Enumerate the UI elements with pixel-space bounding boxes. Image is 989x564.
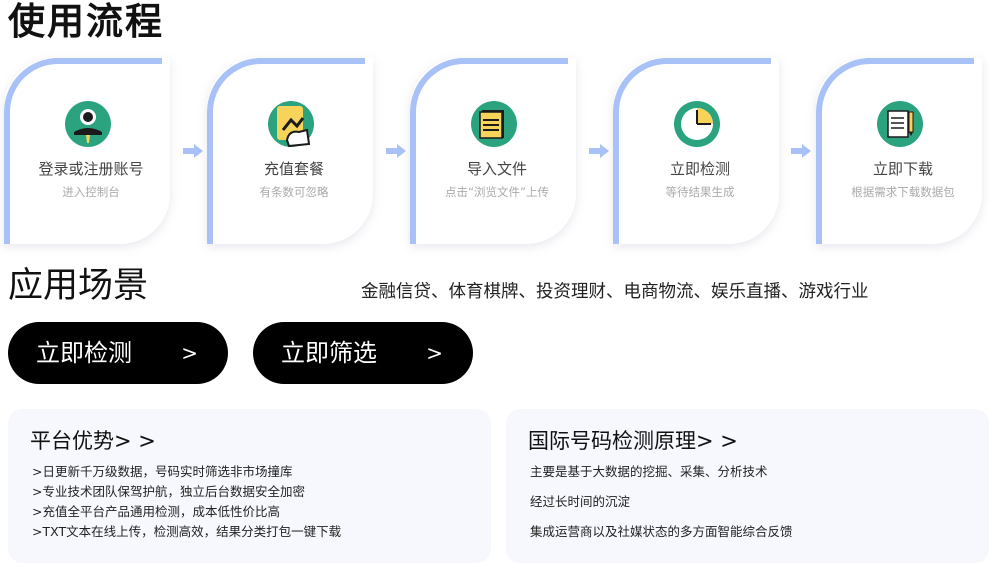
card-accent-line — [866, 58, 974, 64]
chevron-right-icon: > — [426, 341, 443, 365]
filter-now-label: 立即筛选 — [281, 339, 377, 367]
scenes-text: 金融信贷、体育棋牌、投资理财、电商物流、娱乐直播、游戏行业 — [361, 282, 869, 302]
step-sub: 根据需求下载数据包 — [851, 185, 955, 199]
card-accent-line — [54, 58, 162, 64]
user-icon — [65, 101, 111, 147]
principle-title[interactable]: 国际号码检测原理> > — [528, 429, 738, 453]
step-card-download[interactable]: 立即下载 根据需求下载数据包 — [816, 58, 982, 244]
advantage-line: >TXT文本在线上传，检测高效，结果分类打包一键下载 — [32, 524, 342, 539]
step-label: 登录或注册账号 — [38, 160, 144, 178]
card-accent-arc — [4, 58, 64, 244]
scenes-title: 应用场景 — [8, 266, 149, 306]
step-sub: 进入控制台 — [62, 185, 120, 199]
advantage-line: >充值全平台产品通用检测，成本低性价比高 — [32, 504, 280, 519]
step-card-import[interactable]: 导入文件 点击“浏览文件”上传 — [410, 58, 576, 244]
detect-now-button[interactable]: 立即检测 > — [8, 322, 228, 384]
advantage-line: >日更新千万级数据，号码实时筛选非市场撞库 — [32, 464, 293, 479]
card-accent-line — [460, 58, 568, 64]
arrow-right-icon — [791, 144, 811, 158]
advantages-panel: 平台优势> > >日更新千万级数据，号码实时筛选非市场撞库 >专业技术团队保驾护… — [8, 409, 491, 563]
card-accent-arc — [410, 58, 470, 244]
principle-line: 经过长时间的沉淀 — [530, 494, 631, 509]
principle-line: 集成运营商以及社媒状态的多方面智能综合反馈 — [530, 524, 793, 539]
step-sub: 等待结果生成 — [665, 185, 735, 199]
card-accent-arc — [613, 58, 673, 244]
card-accent-line — [663, 58, 771, 64]
usage-title: 使用流程 — [8, 0, 164, 43]
arrow-right-icon — [183, 144, 203, 158]
filter-now-button[interactable]: 立即筛选 > — [253, 322, 473, 384]
principle-line: 主要是基于大数据的挖掘、采集、分析技术 — [530, 464, 768, 479]
card-accent-arc — [816, 58, 876, 244]
card-accent-arc — [207, 58, 267, 244]
step-label: 立即下载 — [872, 160, 933, 178]
detect-now-label: 立即检测 — [36, 339, 132, 367]
step-card-detect[interactable]: 立即检测 等待结果生成 — [613, 58, 779, 244]
usage-steps: 登录或注册账号 进入控制台 充值套餐 有条数可忽略 — [0, 58, 989, 244]
document-icon — [471, 101, 517, 147]
chevron-right-icon: > — [181, 341, 198, 365]
step-sub: 有条数可忽略 — [259, 185, 329, 199]
advantages-title[interactable]: 平台优势> > — [30, 429, 156, 453]
step-sub: 点击“浏览文件”上传 — [445, 185, 549, 199]
principle-panel: 国际号码检测原理> > 主要是基于大数据的挖掘、采集、分析技术 经过长时间的沉淀… — [506, 409, 989, 563]
recharge-icon — [268, 101, 314, 148]
advantage-line: >专业技术团队保驾护航，独立后台数据安全加密 — [32, 484, 305, 499]
arrow-right-icon — [386, 144, 406, 158]
step-label: 导入文件 — [466, 160, 527, 178]
card-accent-line — [257, 58, 365, 64]
step-label: 充值套餐 — [263, 160, 324, 178]
download-list-icon — [877, 101, 923, 147]
arrow-right-icon — [589, 144, 609, 158]
timer-icon — [674, 101, 720, 147]
step-card-recharge[interactable]: 充值套餐 有条数可忽略 — [207, 58, 373, 244]
step-card-login[interactable]: 登录或注册账号 进入控制台 — [4, 58, 170, 244]
step-label: 立即检测 — [669, 160, 730, 178]
